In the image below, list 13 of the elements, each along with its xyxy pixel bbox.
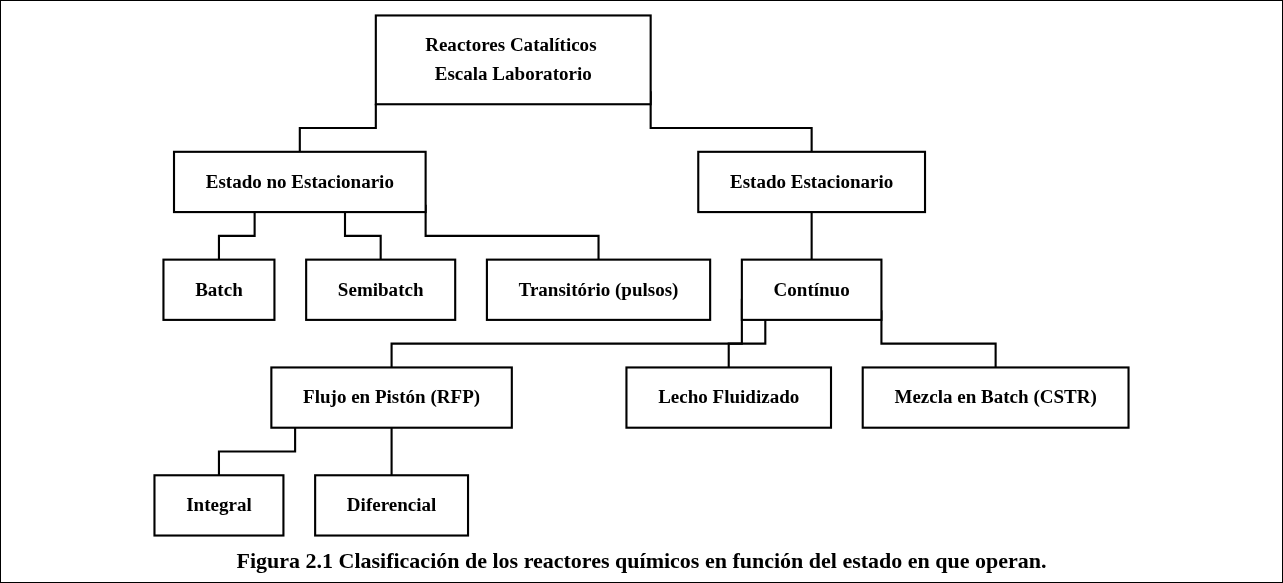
node-box: Flujo en Pistón (RFP) (270, 366, 513, 429)
node-box: Diferencial (314, 474, 470, 537)
node-box: Lecho Fluidizado (625, 366, 833, 429)
node-box: Estado no Estacionario (172, 150, 427, 214)
node-box: Integral (153, 474, 285, 537)
node-box: Estado Estacionario (697, 150, 927, 214)
node-box: Transitório (pulsos) (485, 258, 712, 321)
node-box: Semibatch (305, 258, 457, 321)
node-box: Reactores Catalíticos Escala Laboratorio (374, 14, 652, 106)
node-box: Contínuo (740, 258, 883, 321)
node-box: Mezcla en Batch (CSTR) (861, 366, 1130, 429)
node-box: Batch (162, 258, 276, 321)
figure-caption: Figura 2.1 Clasificación de los reactores químicos en función del estado en que operan. (236, 548, 1047, 574)
